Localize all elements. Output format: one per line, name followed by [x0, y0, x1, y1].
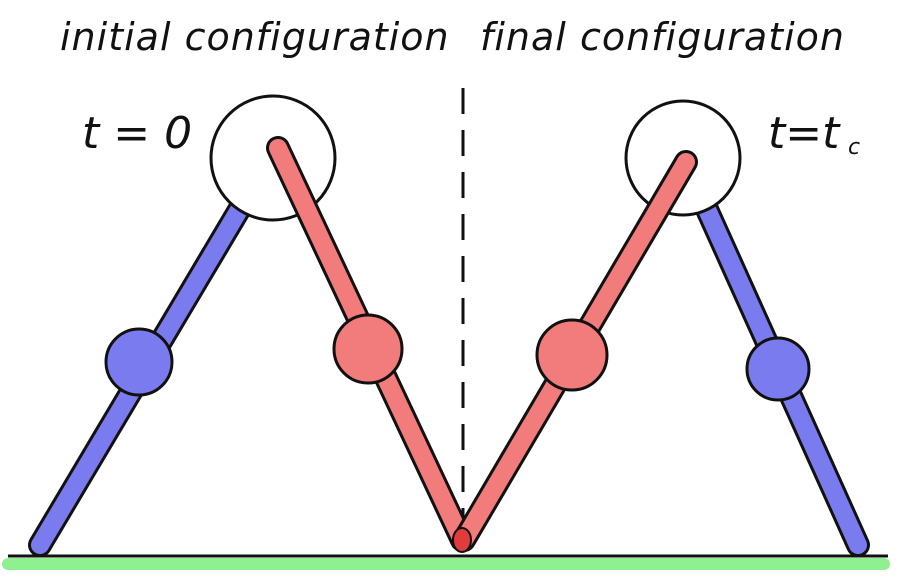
ground	[2, 554, 890, 570]
final-time-base: t=t	[768, 108, 841, 159]
red-rod-initial	[266, 136, 474, 552]
red-mass-initial	[332, 313, 404, 385]
blue-mass-final	[745, 336, 811, 402]
final-time-subscript: c	[848, 135, 860, 160]
blue-rod-initial	[28, 188, 257, 557]
final-configuration	[452, 99, 870, 557]
ground-pivot	[452, 527, 472, 553]
initial-time-label: t = 0	[82, 108, 192, 159]
final-time-label: t=t c	[768, 108, 860, 160]
red-mass-final	[535, 318, 609, 392]
blue-rod-final	[693, 193, 870, 557]
initial-configuration	[28, 94, 474, 557]
blue-mass-initial	[104, 327, 174, 397]
red-rod-final	[452, 150, 698, 552]
final-configuration-title: final configuration	[480, 15, 845, 59]
initial-configuration-title: initial configuration	[60, 15, 450, 59]
